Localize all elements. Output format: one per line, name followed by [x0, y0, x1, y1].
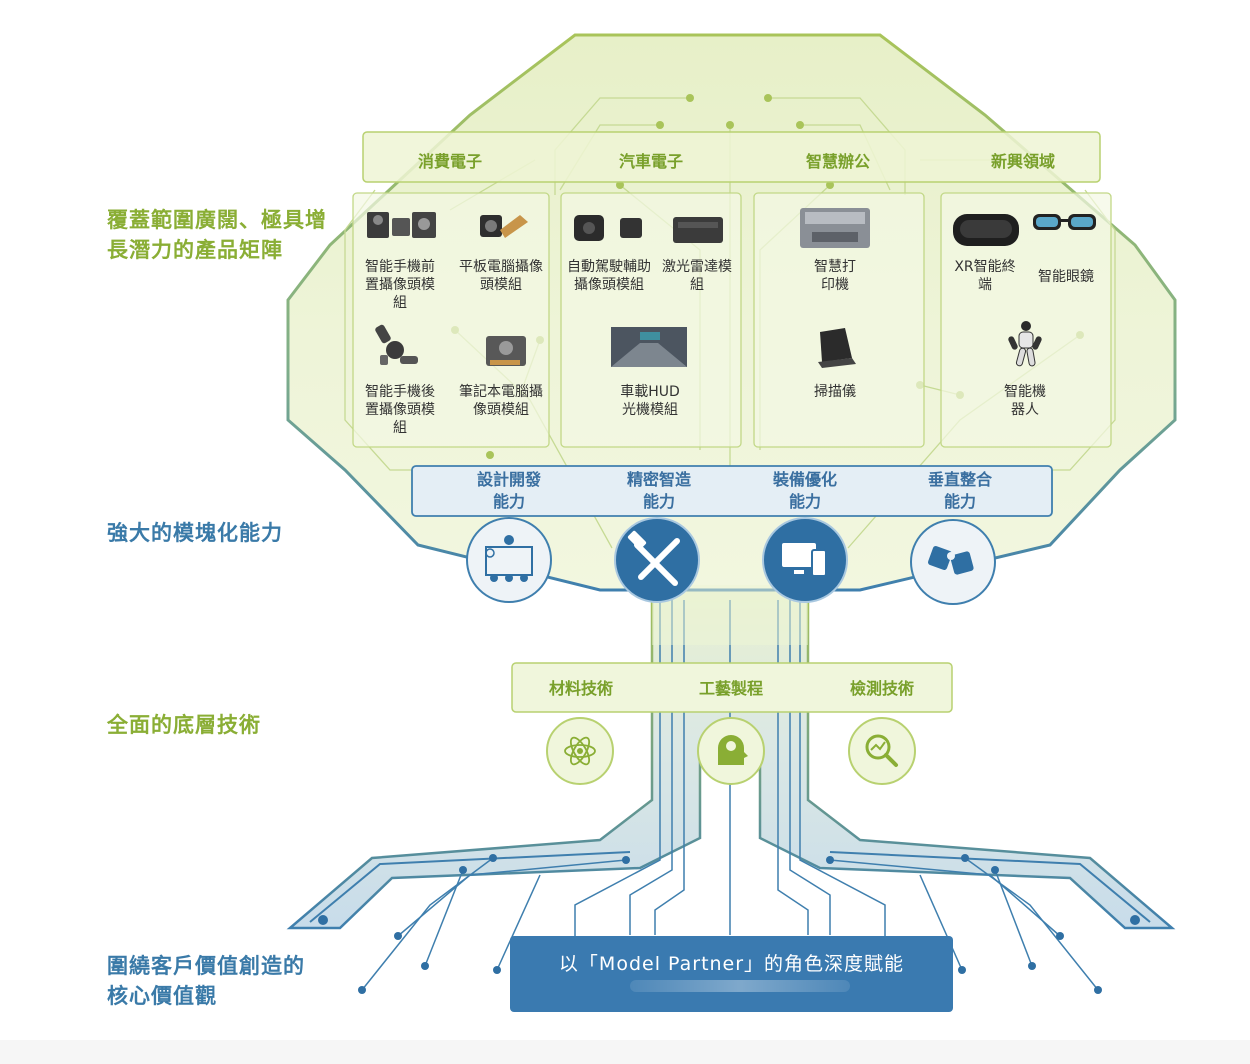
phone-rear-module-image — [375, 324, 418, 365]
category-office: 智慧辦公 — [805, 152, 870, 171]
lidar-image — [673, 217, 723, 243]
capability-bar — [411, 465, 1053, 517]
product-robot: 智能機器人 — [1004, 384, 1046, 418]
inspection-magnifier-icon — [848, 717, 916, 785]
capability-design: 設計開發能力 — [476, 470, 541, 511]
panel-auto — [560, 192, 742, 448]
category-auto: 汽車電子 — [618, 152, 683, 171]
capability-equipment: 裝備優化能力 — [772, 470, 837, 511]
product-glasses: 智能眼鏡 — [1038, 269, 1094, 285]
capability-manufacturing: 精密智造能力 — [626, 470, 691, 511]
products-label: 覆蓋範圍廣闊、極具增長潛力的產品矩陣 — [107, 208, 327, 262]
materials-atom-icon — [546, 717, 614, 785]
equipment-optimization-icon — [762, 517, 848, 603]
design-dev-icon — [466, 517, 552, 603]
category-consumer: 消費電子 — [417, 152, 482, 171]
product-phone-front: 智能手機前置攝像頭模組 — [365, 259, 435, 311]
hud-image — [611, 327, 687, 367]
category-bar — [362, 131, 1101, 183]
product-tablet: 平板電腦攝像頭模組 — [459, 259, 543, 293]
modular-capability-label: 強大的模塊化能力 — [107, 521, 283, 545]
model-partner-banner: 以「Model Partner」的角色深度賦能 — [510, 936, 953, 1012]
banner-text: 以「Model Partner」的角色深度賦能 — [558, 953, 905, 975]
tech-materials: 材料技術 — [548, 679, 613, 698]
banner-blurred-subtext — [630, 980, 850, 992]
product-auto-drive: 自動駕駛輔助攝像頭模組 — [567, 259, 651, 293]
product-xr: XR智能終端 — [954, 259, 1016, 293]
tablet-module-image — [480, 215, 528, 238]
phone-front-module-image — [367, 212, 436, 238]
core-values-label: 圍繞客戶價值創造的核心價值觀 — [107, 954, 305, 1008]
printer-image — [800, 208, 870, 248]
process-brain-icon — [697, 717, 765, 785]
technology-bar — [511, 662, 953, 713]
xr-headset-image — [953, 214, 1019, 246]
panel-emerging — [940, 192, 1112, 448]
category-emerging: 新興領域 — [990, 152, 1055, 171]
robot-image — [1008, 321, 1042, 367]
base-technology-label: 全面的底層技術 — [107, 713, 261, 737]
precision-manufacturing-icon — [614, 517, 700, 603]
product-scanner: 掃描儀 — [814, 384, 856, 400]
vertical-integration-icon — [910, 519, 996, 605]
smart-glasses-image — [1033, 214, 1096, 230]
auto-drive-camera-image — [574, 215, 642, 241]
panel-consumer — [352, 192, 550, 448]
tech-inspection: 檢測技術 — [849, 679, 914, 698]
capability-integration: 垂直整合能力 — [927, 470, 992, 511]
panel-office — [753, 192, 925, 448]
product-phone-rear: 智能手機後置攝像頭模組 — [365, 384, 435, 436]
product-printer: 智慧打印機 — [814, 259, 856, 293]
scanner-image — [818, 328, 856, 368]
product-lidar: 激光雷達模組 — [662, 259, 732, 293]
tech-process: 工藝製程 — [698, 679, 763, 698]
laptop-module-image — [486, 336, 526, 366]
product-hud: 車載HUD光機模組 — [620, 384, 680, 418]
product-laptop: 筆記本電腦攝像頭模組 — [459, 384, 543, 418]
